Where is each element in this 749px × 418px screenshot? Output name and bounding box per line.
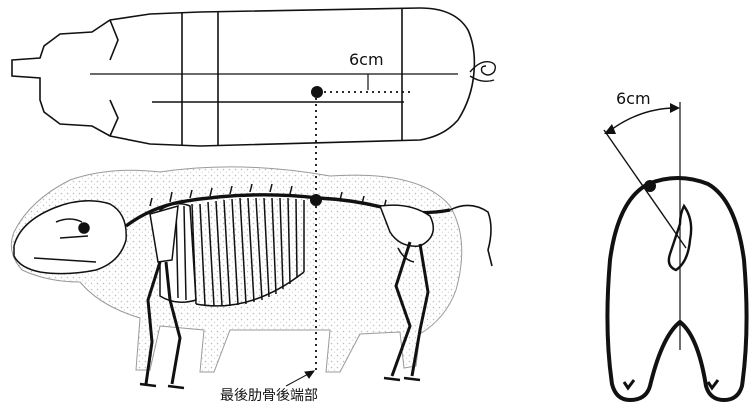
- arrowhead-left-icon: [604, 124, 616, 134]
- arrowhead-right-icon: [670, 103, 680, 113]
- top-distance-label: 6cm: [349, 52, 384, 68]
- rib-label-leader: [286, 371, 314, 386]
- angle-arc-arrow: [608, 108, 676, 132]
- rear-distance-label: 6cm: [616, 91, 651, 107]
- rear-view-outline: [607, 178, 746, 400]
- rear-measure-point: [644, 180, 656, 192]
- rib-point-marker: [310, 194, 322, 206]
- rib-point-label: 最後肋骨後端部: [220, 388, 318, 404]
- top-view-pig-outline: [12, 8, 474, 146]
- top-measure-point: [311, 86, 323, 98]
